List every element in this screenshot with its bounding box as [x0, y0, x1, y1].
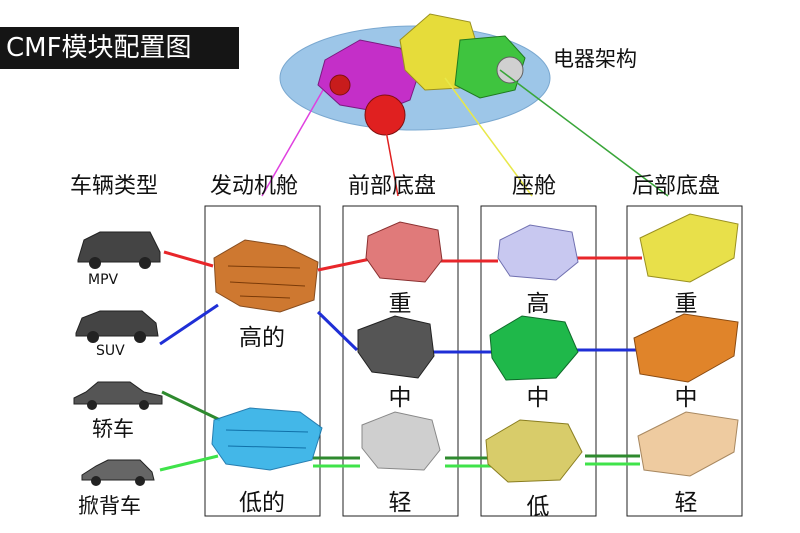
suv-to-high-engine	[159, 303, 219, 346]
platform-illustration	[261, 13, 669, 197]
rear-chassis-heavy-part	[639, 213, 739, 283]
front-wheel	[364, 94, 406, 136]
rear-chassis-column	[626, 205, 743, 517]
cockpit-column	[480, 205, 597, 517]
sedan-to-low-engine	[161, 390, 221, 422]
rear-wheel	[496, 56, 524, 84]
high-engine-to-medium-front	[316, 310, 359, 352]
vehicle-icons	[73, 231, 163, 486]
front-chassis-heavy-part	[365, 221, 443, 283]
cockpit-low-part	[485, 419, 583, 483]
cockpit-level-high: 高	[526, 291, 550, 317]
front-chassis-level-light: 轻	[388, 490, 412, 516]
hatchback-icon	[81, 459, 155, 486]
vehicle-label-suv: SUV	[96, 343, 125, 359]
front-chassis-level-heavy: 重	[388, 291, 412, 317]
header-engine-bay: 发动机舱	[210, 174, 299, 199]
vehicle-label-sedan: 轿车	[92, 417, 134, 441]
high-engine-to-heavy-front	[317, 256, 376, 272]
mpv-to-high-engine	[163, 250, 214, 268]
vehicle-label-hatchback: 掀背车	[78, 494, 141, 518]
cockpit-medium-part	[489, 315, 579, 381]
cockpit-high-part	[497, 224, 579, 281]
rear-chassis-level-medium: 中	[674, 385, 698, 411]
pointer-rear-chassis	[499, 69, 669, 197]
front-chassis-light-part	[361, 411, 441, 471]
diagram-title: CMF模块配置图	[0, 27, 239, 69]
rear-chassis-level-heavy: 重	[674, 291, 698, 317]
front-chassis-medium-part	[357, 315, 435, 379]
pointer-engine-bay	[261, 89, 324, 197]
engine-bay-high-part	[213, 239, 319, 313]
hatchback-to-low-engine	[159, 454, 219, 472]
header-rear-chassis: 后部底盘	[632, 174, 721, 199]
header-front-chassis: 前部底盘	[348, 174, 437, 199]
rear-chassis-medium-part	[633, 313, 739, 383]
cockpit-level-low: 低	[526, 494, 550, 520]
mpv-icon	[77, 231, 161, 269]
header-vehicle-type: 车辆类型	[70, 174, 159, 199]
left-wheel	[329, 74, 351, 96]
engine-bay-low-part	[211, 407, 323, 471]
front-chassis-level-medium: 中	[388, 385, 412, 411]
cockpit-level-medium: 中	[526, 385, 550, 411]
pointer-cockpit	[444, 77, 533, 197]
header-cockpit: 座舱	[512, 174, 557, 199]
electrical-architecture-label: 电器架构	[553, 47, 637, 71]
engine-bay-level-low: 低的	[239, 490, 285, 516]
rear-chassis-level-light: 轻	[674, 490, 698, 516]
engine-bay-column	[204, 205, 321, 517]
sedan-icon	[73, 381, 163, 410]
rear-chassis-light-part	[637, 411, 739, 477]
vehicle-label-mpv: MPV	[88, 272, 119, 288]
engine-bay-level-high: 高的	[239, 325, 285, 351]
pointer-front-chassis	[379, 97, 399, 197]
front-chassis-column	[342, 205, 459, 517]
suv-icon	[75, 310, 159, 343]
